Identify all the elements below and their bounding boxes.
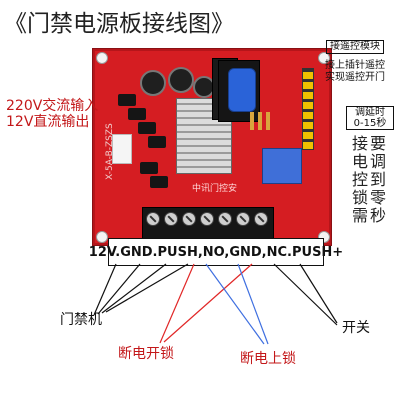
power-unlock-label: 断电开锁 <box>118 346 174 362</box>
blue-capacitor <box>228 68 256 112</box>
resistor <box>266 112 270 130</box>
diode <box>150 176 168 188</box>
door-machine-label: 门禁机 <box>60 312 102 328</box>
note-char: 需 <box>352 206 369 225</box>
note-char: 零 <box>370 188 387 207</box>
mounting-hole <box>96 52 108 64</box>
mounting-hole <box>96 231 108 243</box>
delay-line2: 0-15秒 <box>353 118 387 129</box>
power-io-label: 220V交流输入 12V直流输出 <box>6 98 98 130</box>
terminal-label-strip: 12V.GND.PUSH,NO,GND,NC.PUSH+ <box>89 238 343 266</box>
note-char: 控 <box>352 170 369 189</box>
note-char: 要 <box>370 134 387 153</box>
terminal-screw <box>182 212 196 226</box>
blue-module <box>262 148 302 184</box>
terminal-screw <box>164 212 178 226</box>
diode <box>128 108 146 120</box>
wire-door-machine-2 <box>97 263 141 315</box>
terminal-screw <box>254 212 268 226</box>
capacitor <box>168 67 194 93</box>
note-char: 接 <box>352 134 369 153</box>
remote-note-line2: 实现遥控开门 <box>325 72 385 83</box>
note-column-left: 接 电 控 锁 需 <box>352 135 368 225</box>
diode <box>148 136 166 148</box>
wire-red-2 <box>163 263 253 343</box>
ac-input-label: 220V交流输入 <box>6 98 99 114</box>
terminal-screw <box>218 212 232 226</box>
resistor <box>258 112 262 130</box>
note-char: 电 <box>352 152 369 171</box>
delay-line1: 调延时 <box>355 107 385 118</box>
switch-label: 开关 <box>342 320 370 336</box>
header-pins <box>302 68 314 150</box>
terminal-screw <box>200 212 214 226</box>
page-title: 《门禁电源板接线图》 <box>4 11 234 37</box>
white-connector <box>112 134 132 164</box>
wire-red-1 <box>159 263 195 344</box>
wire-door-machine-3 <box>101 263 167 314</box>
terminal-screw <box>146 212 160 226</box>
wire-door-machine-1 <box>93 263 117 316</box>
diode <box>118 94 136 106</box>
note-column-right: 要 调 到 零 秒 <box>370 135 386 225</box>
board-company-text: 中讯门控安 <box>192 184 238 194</box>
mounting-hole <box>318 52 330 64</box>
wire-blue-1 <box>205 263 265 345</box>
note-char: 调 <box>370 152 387 171</box>
dc-output-label: 12V直流输出 <box>6 114 90 130</box>
wire-blue-2 <box>237 263 269 345</box>
wire-switch-2 <box>299 263 338 324</box>
delay-adjust-note: 调延时 0-15秒 <box>346 106 394 130</box>
power-lock-label: 断电上锁 <box>240 351 296 367</box>
wire-switch-1 <box>273 263 338 326</box>
capacitor <box>140 70 166 96</box>
note-char: 到 <box>370 170 387 189</box>
diode <box>138 122 156 134</box>
remote-module-box: 接遥控模块 <box>326 40 384 54</box>
remote-note-line1: 接上插针遥控 <box>325 60 385 71</box>
note-char: 秒 <box>370 206 387 225</box>
diode <box>140 162 158 174</box>
wire-door-machine-4 <box>105 263 189 313</box>
note-char: 锁 <box>352 188 369 207</box>
remote-module-note: 接遥控模块 接上插针遥控 实现遥控开门 <box>314 40 396 84</box>
terminal-screw <box>236 212 250 226</box>
resistor <box>250 112 254 130</box>
